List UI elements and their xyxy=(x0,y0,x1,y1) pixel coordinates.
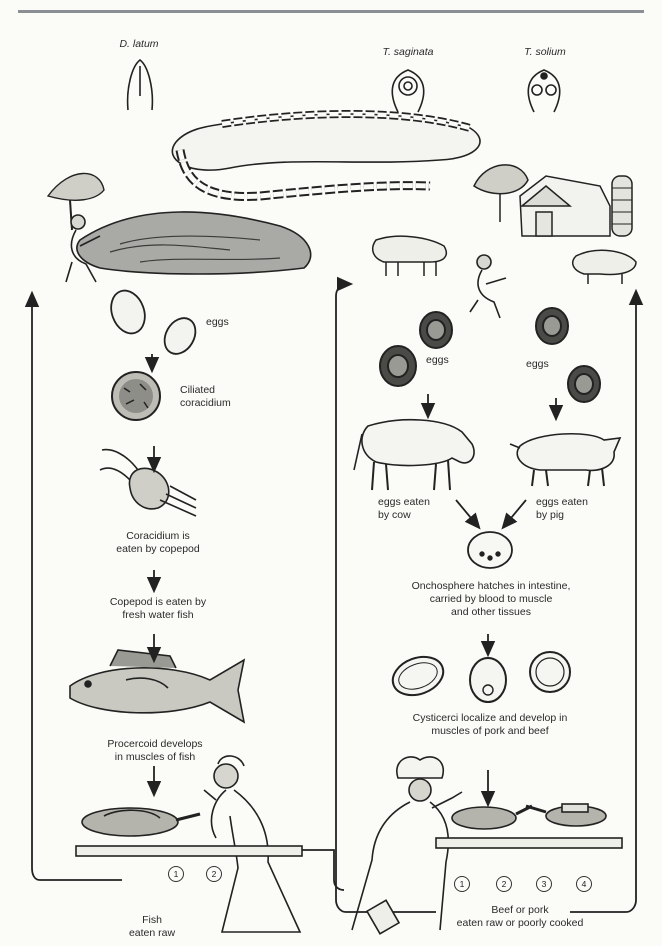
eggs-eaten-by-cow-label: eggs eaten by cow xyxy=(378,496,430,522)
cysticerci-icon xyxy=(387,650,570,702)
fish-eaten-raw-line-1: Fish xyxy=(122,914,182,927)
beef-eggs-label: eggs xyxy=(426,354,449,367)
cysticerci-label-line-2: muscles of pork and beef xyxy=(370,725,610,738)
left-step-2: 2 xyxy=(206,866,222,882)
t-saginata-scolex-icon xyxy=(392,70,423,112)
fish-eats-label-line-1: Copepod is eaten by xyxy=(88,596,228,609)
farm-barn-icon xyxy=(474,165,632,236)
t-solium-scolex-icon xyxy=(528,70,559,112)
oncosphere-label: Onchosphere hatches in intestine, carrie… xyxy=(366,580,616,619)
copepod-label-line-2: eaten by copepod xyxy=(98,543,218,556)
coracidium-label-line-2: coracidium xyxy=(180,397,231,410)
copepod-label-line-1: Coracidium is xyxy=(98,530,218,543)
right-step-1: 1 xyxy=(454,876,470,892)
right-frying-pans-icon xyxy=(452,804,606,829)
left-step-1: 1 xyxy=(168,866,184,882)
beef-pork-label-line-2: eaten raw or poorly cooked xyxy=(420,917,620,930)
left-table-icon xyxy=(76,846,302,856)
t-saginata-label: T. saginata xyxy=(370,46,446,59)
d-latum-label: D. latum xyxy=(104,38,174,51)
left-frying-pan-icon xyxy=(82,808,200,836)
cow-label-line-2: by cow xyxy=(378,509,430,522)
pig-label-line-1: eggs eaten xyxy=(536,496,588,509)
pork-eggs-label: eggs xyxy=(526,358,549,371)
lake-landscape-icon xyxy=(48,173,311,274)
tapeworm-strobila-icon xyxy=(172,114,480,196)
beef-pork-eaten-label: Beef or pork eaten raw or poorly cooked xyxy=(420,904,620,930)
copepod-label: Coracidium is eaten by copepod xyxy=(98,530,218,556)
coracidium-label-line-1: Ciliated xyxy=(180,384,231,397)
fish-eaten-raw-line-2: eaten raw xyxy=(122,927,182,940)
eggs-eaten-by-pig-label: eggs eaten by pig xyxy=(536,496,588,522)
oncosphere-label-line-2: carried by blood to muscle xyxy=(366,593,616,606)
cysticerci-label: Cysticerci localize and develop in muscl… xyxy=(370,712,610,738)
oncosphere-icon xyxy=(468,532,512,568)
cysticerci-label-line-1: Cysticerci localize and develop in xyxy=(370,712,610,725)
fish-eats-label-line-2: fresh water fish xyxy=(88,609,228,622)
cow-label-line-1: eggs eaten xyxy=(378,496,430,509)
oncosphere-label-line-3: and other tissues xyxy=(366,606,616,619)
left-eggs-label: eggs xyxy=(206,316,229,329)
left-flow-arrows xyxy=(152,354,154,790)
procercoid-label-line-2: in muscles of fish xyxy=(90,751,220,764)
small-pig-icon xyxy=(573,250,636,284)
woman-eating-fish-icon xyxy=(204,756,300,932)
procercoid-label-line-1: Procercoid develops xyxy=(90,738,220,751)
coracidium-label: Ciliated coracidium xyxy=(180,384,231,410)
pig-label-line-2: by pig xyxy=(536,509,588,522)
small-cow-icon xyxy=(373,236,447,276)
coracidium-icon xyxy=(112,372,160,420)
right-step-3: 3 xyxy=(536,876,552,892)
right-step-2: 2 xyxy=(496,876,512,892)
farmer-icon xyxy=(470,255,506,318)
cow-icon xyxy=(354,420,474,490)
right-step-4: 4 xyxy=(576,876,592,892)
fish-eats-copepod-label: Copepod is eaten by fresh water fish xyxy=(88,596,228,622)
oncosphere-label-line-1: Onchosphere hatches in intestine, xyxy=(366,580,616,593)
pig-icon xyxy=(510,434,620,486)
fish-eaten-raw-label: Fish eaten raw xyxy=(122,914,182,940)
freshwater-fish-icon xyxy=(70,650,244,722)
beef-tapeworm-eggs-icon xyxy=(380,312,452,386)
procercoid-label: Procercoid develops in muscles of fish xyxy=(90,738,220,764)
left-eggs-icon xyxy=(105,286,201,360)
beef-pork-label-line-1: Beef or pork xyxy=(420,904,620,917)
right-table-icon xyxy=(436,838,622,848)
t-solium-label: T. solium xyxy=(510,46,580,59)
copepod-icon xyxy=(100,450,196,516)
d-latum-scolex-icon xyxy=(128,60,153,110)
pork-tapeworm-eggs-icon xyxy=(536,308,600,402)
